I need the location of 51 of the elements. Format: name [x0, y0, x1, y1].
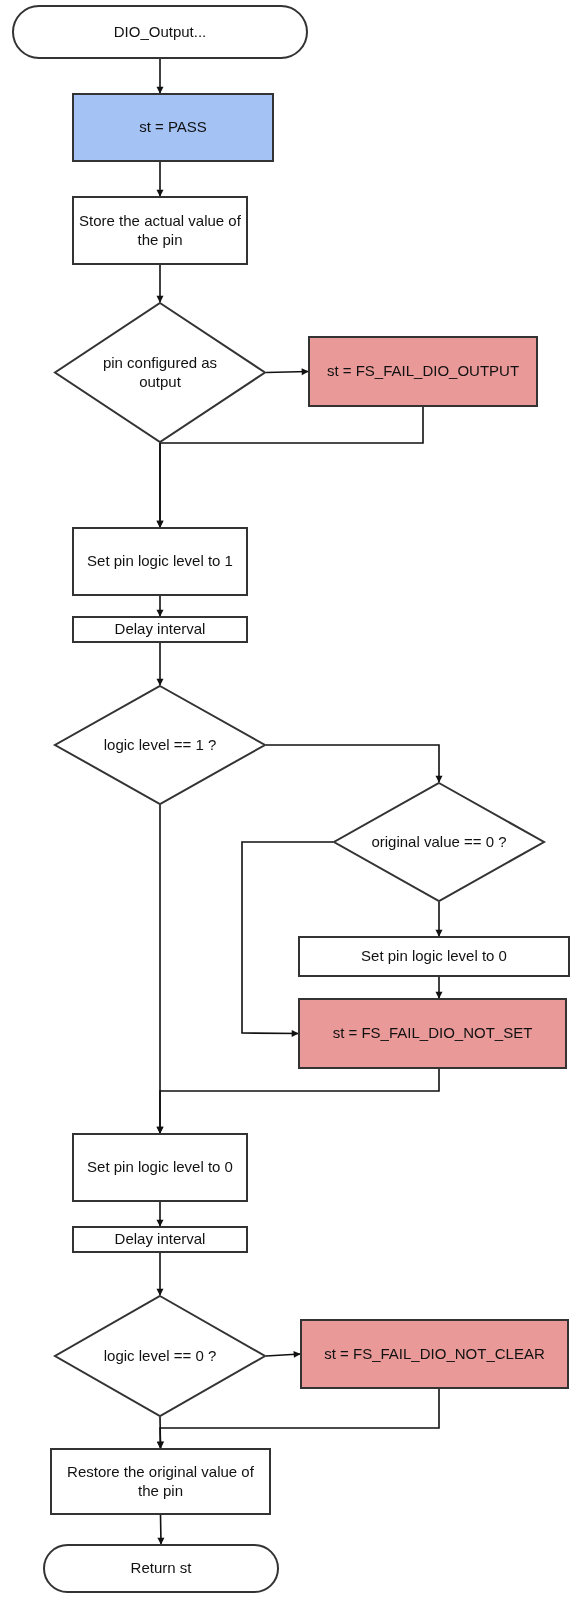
node-label: logic level == 1 ? [102, 735, 218, 755]
node-label: Set pin logic level to 0 [86, 1158, 234, 1177]
arrow [156, 58, 164, 94]
node-label: Store the actual value of the pin [78, 211, 242, 250]
arrow [265, 1350, 301, 1358]
process-box [298, 936, 570, 977]
node-label: Set pin logic level to 1 [86, 552, 234, 571]
node-label: logic level == 0 ? [102, 1346, 218, 1366]
node-label: Set pin logic level to 0 [360, 947, 508, 966]
arrow [241, 841, 334, 1037]
arrow [435, 901, 443, 937]
arrow [435, 976, 443, 999]
process-box [72, 1226, 248, 1253]
process-box [50, 1448, 271, 1515]
process-box [72, 1133, 248, 1202]
process-box [300, 1319, 569, 1389]
terminal-pill [43, 1544, 279, 1593]
process-box [72, 616, 248, 643]
decision-diamond [333, 782, 545, 902]
decision-diamond [54, 685, 266, 805]
arrow [156, 1252, 164, 1296]
terminal-pill [12, 5, 308, 59]
process-box [308, 336, 538, 407]
arrow [156, 161, 164, 197]
node-label: Restore the original value of the pin [66, 1462, 255, 1501]
process-box [72, 196, 248, 265]
process-box [72, 93, 274, 162]
decision-diamond [54, 302, 266, 443]
arrow [156, 1388, 440, 1449]
node-label: Return st [129, 1559, 193, 1578]
arrow [156, 1201, 164, 1227]
node-label: st = FS_FAIL_DIO_NOT_SET [331, 1024, 534, 1043]
arrow [156, 264, 164, 303]
arrow [156, 642, 164, 686]
arrow [157, 1514, 165, 1545]
node-label: st = FS_FAIL_DIO_OUTPUT [325, 362, 521, 381]
node-label: st = PASS [138, 118, 208, 137]
arrow [265, 368, 309, 376]
decision-diamond [54, 1295, 266, 1417]
arrow [156, 1068, 440, 1134]
arrow [156, 442, 164, 528]
node-label: DIO_Output... [112, 22, 208, 42]
node-label: st = FS_FAIL_DIO_NOT_CLEAR [323, 1344, 546, 1364]
node-label: Delay interval [113, 1230, 207, 1249]
process-box [298, 998, 567, 1069]
arrow [156, 595, 164, 617]
node-label: original value == 0 ? [370, 832, 508, 852]
node-label: pin configured as output [101, 353, 219, 392]
process-box [72, 527, 248, 596]
node-label: Delay interval [113, 620, 207, 639]
arrow [265, 744, 443, 783]
